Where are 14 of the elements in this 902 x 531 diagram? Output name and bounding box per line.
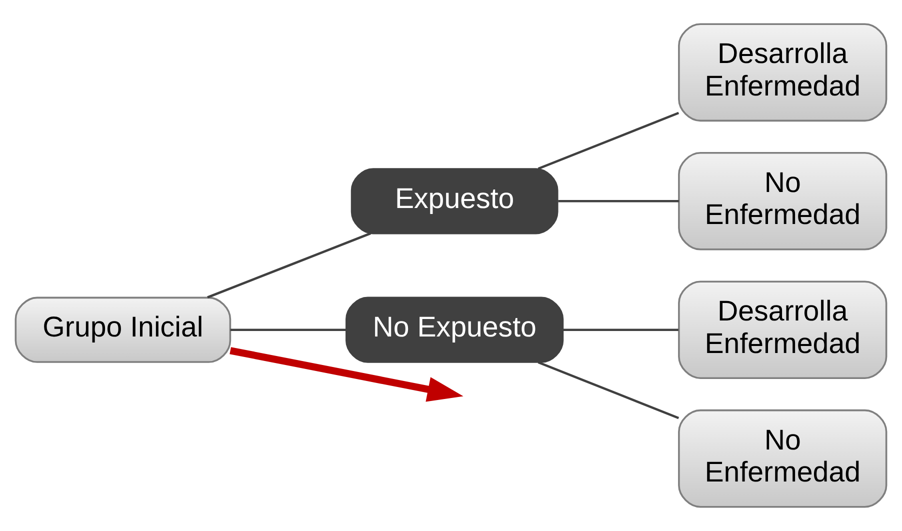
node-box: No Expuesto — [346, 296, 564, 363]
connector — [230, 328, 346, 332]
node-box: Desarrolla Enfermedad — [678, 23, 888, 122]
node-box: Expuesto — [350, 168, 558, 234]
connector — [538, 112, 680, 170]
connector — [538, 361, 680, 420]
connector — [558, 200, 679, 202]
node-box: Desarrolla Enfermedad — [678, 280, 888, 380]
node-box: No Enfermedad — [678, 152, 888, 250]
arrow — [230, 347, 464, 402]
node-box: Grupo Inicial — [14, 296, 232, 363]
connector — [563, 328, 678, 332]
connector — [207, 232, 372, 298]
node-box: No Enfermedad — [678, 409, 888, 508]
